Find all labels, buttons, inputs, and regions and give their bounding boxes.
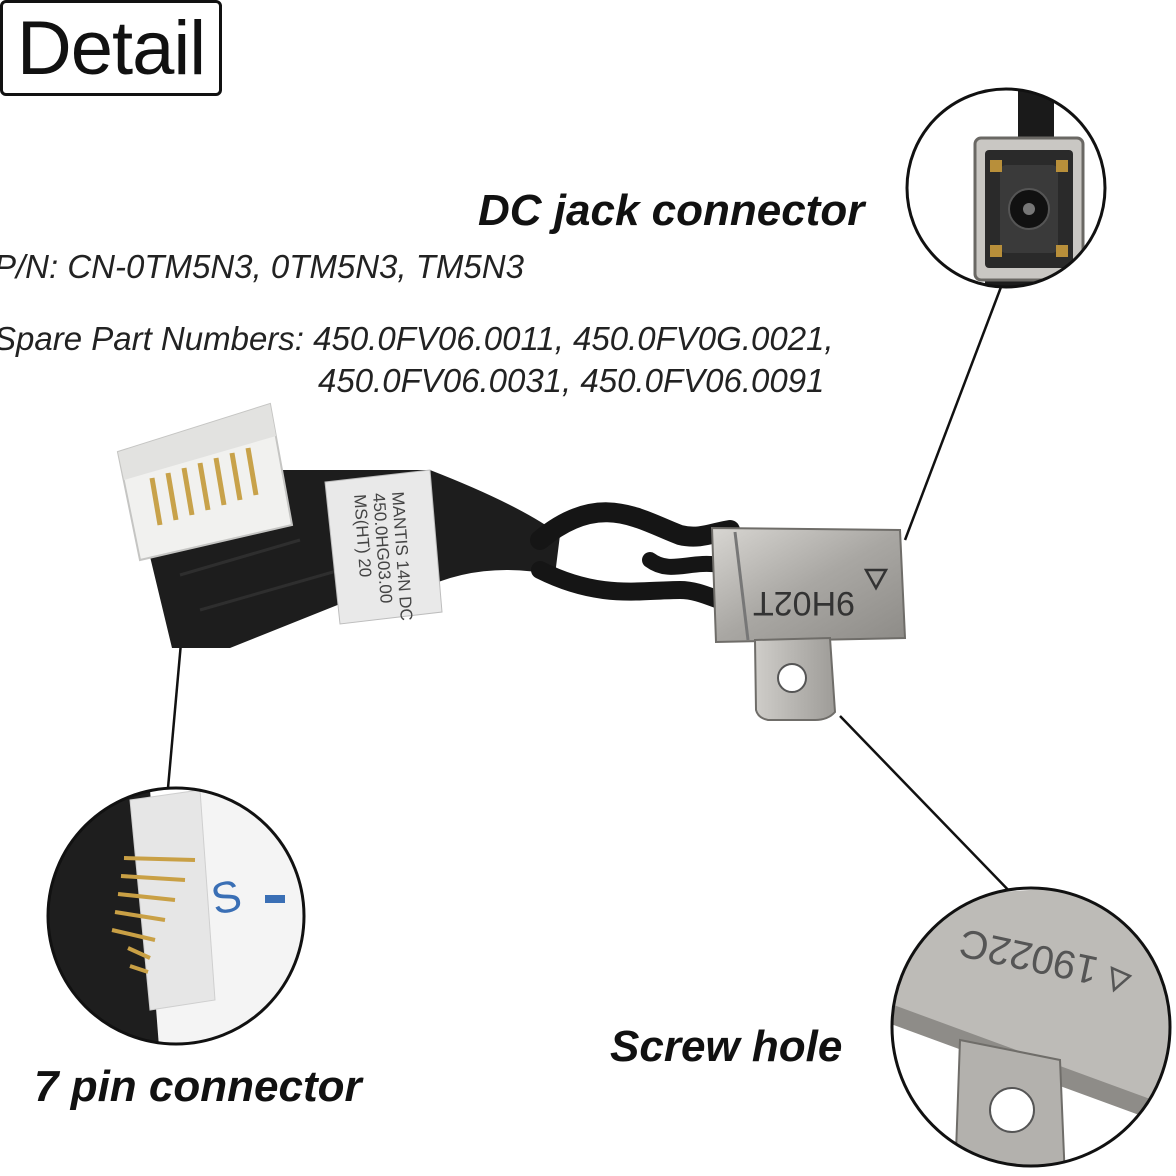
jack-triangle-mark bbox=[863, 568, 889, 591]
jack-code-text: 9H02T bbox=[753, 584, 855, 622]
dc-jack-label: DC jack connector bbox=[478, 186, 865, 235]
detail-badge: Detail bbox=[0, 0, 222, 96]
part-number-line: P/N: CN-0TM5N3, 0TM5N3, TM5N3 bbox=[0, 248, 524, 285]
detail-badge-label: Detail bbox=[16, 5, 206, 91]
screw-hole-pointer-line bbox=[839, 715, 1017, 899]
dc-jack-detail-icon bbox=[905, 87, 1107, 289]
screw-hole-label: Screw hole bbox=[610, 1022, 843, 1071]
spare-parts-line-1: Spare Part Numbers: 450.0FV06.0011, 450.… bbox=[0, 320, 834, 357]
pin-connector-detail-icon: S bbox=[46, 786, 306, 1046]
screw-hole-detail-icon: 19022C bbox=[890, 886, 1172, 1168]
cable-sticker: MANTIS 14N DC 450.0HG03.00 MS(HT) 20 bbox=[324, 469, 443, 625]
spare-parts-line-2: 450.0FV06.0031, 450.0FV06.0091 bbox=[318, 362, 825, 399]
dc-jack-body: 9H02T bbox=[710, 526, 907, 721]
dc-jack-pointer-line bbox=[903, 286, 1003, 541]
pin-connector-housing bbox=[116, 402, 294, 562]
twisted-wires bbox=[530, 502, 744, 614]
pin-connector-label: 7 pin connector bbox=[34, 1062, 362, 1111]
